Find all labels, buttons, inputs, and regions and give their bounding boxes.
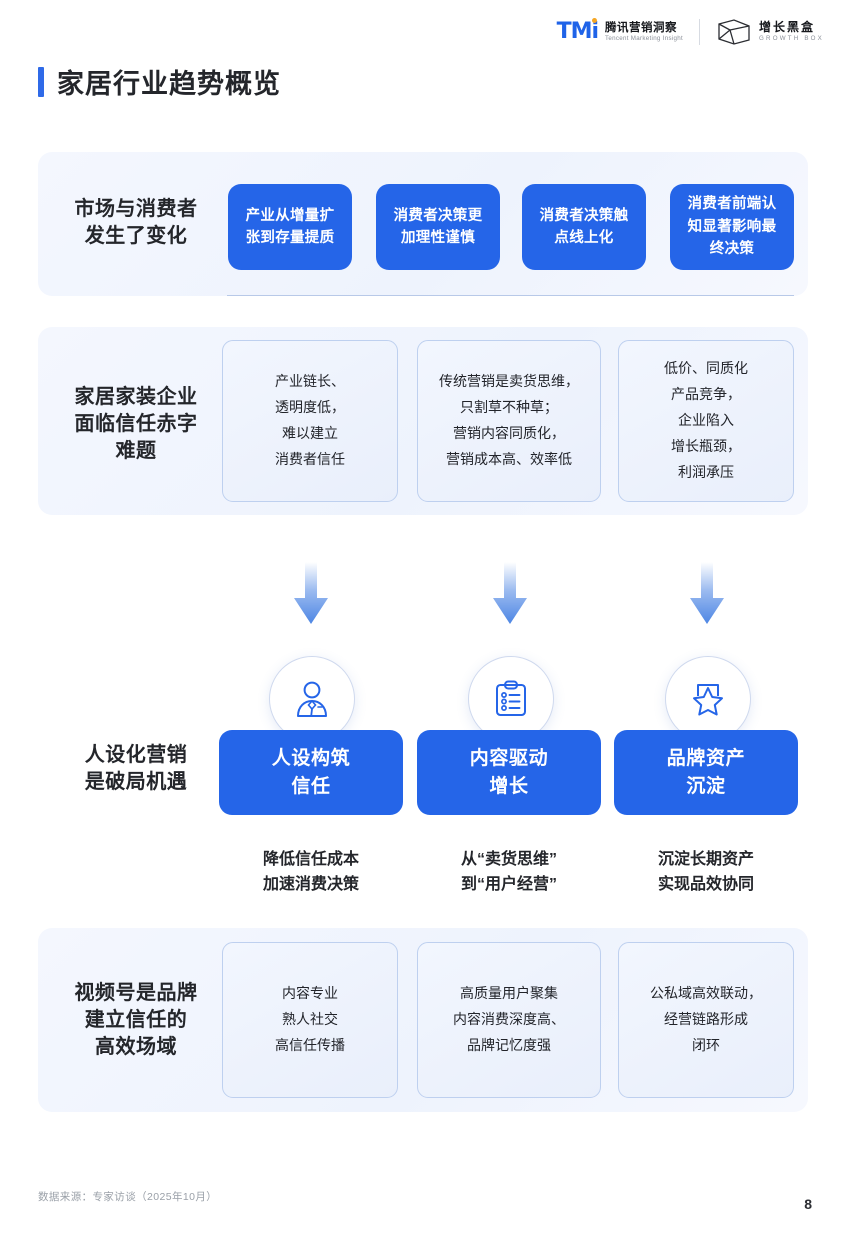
source-note: 数据来源：专家访谈（2025年10月）: [38, 1191, 218, 1203]
growth-box-label-block: 增长黑盒 GROWTH BOX: [759, 21, 824, 42]
title-accent-bar: [38, 66, 44, 97]
brand-logo-bar: TMi 腾讯营销洞察 Tencent Marketing Insight 增长黑…: [557, 18, 824, 46]
section-3-caption-3: 沉淀长期资产 实现品效协同: [657, 851, 754, 893]
growth-box-logo: 增长黑盒 GROWTH BOX: [716, 18, 824, 46]
down-arrow-icon-2: [493, 562, 527, 624]
clipboard-checklist-icon: [496, 680, 526, 716]
section-1-label: 市场与消费者 发生了变化: [74, 198, 198, 247]
section-1-underline: [227, 295, 794, 296]
page-title-text: 家居行业趋势概览: [57, 69, 281, 99]
section-4-card-3[interactable]: 公私域高效联动， 经营链路形成 闭环: [618, 942, 794, 1098]
growth-box-cube-icon: [718, 19, 750, 45]
section-2-card-1[interactable]: 产业链长、 透明度低， 难以建立 消费者信任: [222, 340, 398, 502]
section-4-label: 视频号是品牌 建立信任的 高效场域: [74, 982, 198, 1058]
tmi-label-cn: 腾讯营销洞察: [605, 21, 678, 34]
section-1-card-3[interactable]: 消费者决策触 点线上化: [522, 184, 646, 270]
clipboard-checklist-icon-circle: [468, 656, 554, 742]
down-arrow-icon-1: [294, 562, 328, 624]
down-arrow-icon-3: [690, 562, 724, 624]
tmi-dot-icon: [592, 18, 598, 23]
logo-divider: [699, 19, 701, 45]
page-title: 家居行业趋势概览: [38, 62, 281, 101]
tmi-label-block: 腾讯营销洞察 Tencent Marketing Insight: [605, 22, 683, 43]
section-3-caption-1: 降低信任成本 加速消费决策: [262, 851, 359, 893]
section-1-card-4[interactable]: 消费者前端认 知显著影响最 终决策: [670, 184, 794, 270]
growth-box-label-cn: 增长黑盒: [759, 20, 816, 35]
star-badge-icon: [693, 684, 723, 716]
tmi-label-en: Tencent Marketing Insight: [605, 34, 684, 42]
section-3-label: 人设化营销 是破局机遇: [84, 744, 188, 793]
section-3-cta-3[interactable]: 品牌资产 沉淀: [614, 730, 798, 815]
growth-box-label-en: GROWTH BOX: [759, 35, 824, 43]
section-2-card-2[interactable]: 传统营销是卖货思维， 只割草不种草； 营销内容同质化， 营销成本高、效率低: [417, 340, 601, 502]
section-3-cta-1[interactable]: 人设构筑 信任: [219, 730, 403, 815]
section-3-cta-2[interactable]: 内容驱动 增长: [417, 730, 601, 815]
tmi-wordmark-text: TMi: [556, 19, 599, 44]
section-2-card-3[interactable]: 低价、同质化 产品竞争， 企业陷入 增长瓶颈， 利润承压: [618, 340, 794, 502]
section-3-caption-2: 从“卖货思维” 到“用户经营”: [460, 851, 557, 893]
page-number: 8: [804, 1196, 812, 1212]
section-1-card-2[interactable]: 消费者决策更 加理性谨慎: [376, 184, 500, 270]
persona-icon-circle: [269, 656, 355, 742]
section-4-card-2[interactable]: 高质量用户聚集 内容消费深度高、 品牌记忆度强: [417, 942, 601, 1098]
section-4-card-1[interactable]: 内容专业 熟人社交 高信任传播: [222, 942, 398, 1098]
section-2-label: 家居家装企业 面临信任赤字 难题: [74, 386, 198, 462]
section-1-card-1[interactable]: 产业从增量扩 张到存量提质: [228, 184, 352, 270]
persona-icon: [297, 681, 327, 717]
tmi-wordmark-icon: TMi: [556, 18, 599, 44]
tmi-logo: TMi 腾讯营销洞察 Tencent Marketing Insight: [556, 18, 683, 44]
